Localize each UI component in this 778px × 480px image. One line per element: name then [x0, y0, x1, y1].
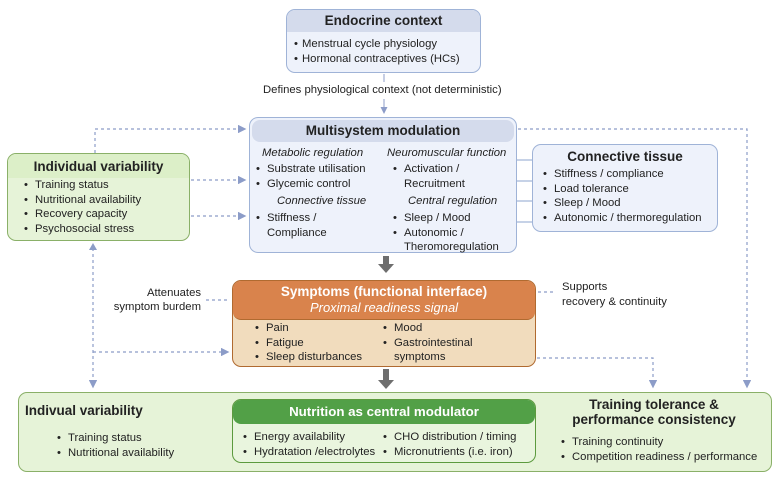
metabolic-regulation-heading: Metabolic regulation [262, 147, 364, 159]
list-item: Load tolerance [541, 182, 717, 197]
symptoms-header: Symptoms (functional interface) Proximal… [233, 281, 535, 320]
symptoms-right-list: Mood Gastrointestinal symptoms [381, 321, 481, 365]
neuromuscular-list: Activation / Recruitment [391, 162, 465, 191]
neuromuscular-function-heading: Neuromuscular function [387, 147, 507, 159]
training-tolerance-title: Training tolerance & performance consist… [549, 397, 759, 427]
symptoms-box: Symptoms (functional interface) Proximal… [232, 280, 536, 367]
list-item: Sleep disturbances [253, 350, 362, 365]
arrow-symptoms-to-bottom-stem [383, 369, 389, 380]
list-item: Substrate utilisation [254, 162, 366, 177]
list-item: Hormonal contraceptives (HCs) [294, 52, 480, 67]
metabolic-list: Substrate utilisation Glycemic control [254, 162, 366, 191]
connective-tissue-title: Connective tissue [567, 149, 683, 164]
endocrine-title: Endocrine context [287, 10, 480, 32]
connective-tissue-box: Connective tissue Stiffness / compliance… [532, 144, 718, 232]
list-item: Sleep / Mood [391, 211, 503, 226]
endocrine-list: Menstrual cycle physiology Hormonal cont… [287, 32, 480, 66]
list-item: Training status [22, 178, 189, 193]
list-item: Gastrointestinal symptoms [381, 336, 481, 365]
list-item: Nutritional availability [55, 446, 174, 461]
indiv-to-multi-top-connector [94, 124, 247, 153]
attenuates-label-line2: symptom burdem [113, 301, 201, 313]
attenuates-label-line1: Attenuates [146, 287, 201, 299]
list-item: Menstrual cycle physiology [294, 37, 480, 52]
arrow-multi-to-symptoms-stem [383, 256, 389, 264]
individual-variability-title: Individual variability [8, 154, 189, 178]
nutrition-central-modulator-box: Nutrition as central modulator Energy av… [232, 399, 536, 463]
supports-label-line2: recovery & continuity [562, 296, 667, 308]
list-item: Micronutrients (i.e. iron) [381, 445, 516, 460]
list-item: Autonomic / thermoregulation [541, 211, 717, 226]
list-item: Fatigue [253, 336, 362, 351]
list-item: Training continuity [559, 435, 757, 450]
connective-tissue-heading: Connective tissue [277, 195, 367, 207]
list-item: Stiffness / compliance [541, 167, 717, 182]
list-item: Nutritional availability [22, 193, 189, 208]
list-item: Recovery capacity [22, 207, 189, 222]
endocrine-context-box: Endocrine context Menstrual cycle physio… [286, 9, 481, 73]
multi-to-training-connector [518, 128, 752, 389]
list-item: Glycemic control [254, 177, 366, 192]
symptoms-left-list: Pain Fatigue Sleep disturbances [253, 321, 362, 365]
nutrition-left-list: Energy availability Hydratation /electro… [241, 430, 375, 459]
symptoms-subtitle: Proximal readiness signal [309, 300, 459, 315]
nutrition-title: Nutrition as central modulator [233, 400, 535, 424]
training-tolerance-title-line1: Training tolerance & [589, 397, 719, 412]
connective-tissue-list: Stiffness / compliance Load tolerance Sl… [533, 167, 717, 225]
training-tolerance-list: Training continuity Competition readines… [559, 435, 757, 464]
central-list: Sleep / Mood Autonomic / Theromoregulati… [391, 211, 503, 255]
symptoms-title: Symptoms (functional interface) [280, 284, 488, 299]
multisystem-modulation-box: Multisystem modulation Metabolic regulat… [249, 117, 517, 253]
list-item: Pain [253, 321, 362, 336]
endocrine-link-label: Defines physiological context (not deter… [263, 84, 502, 96]
central-regulation-heading: Central regulation [408, 195, 498, 207]
supports-label-line1: Supports [562, 281, 608, 293]
list-item: Training status [55, 431, 174, 446]
list-item: Activation / Recruitment [391, 162, 465, 191]
list-item: Energy availability [241, 430, 375, 445]
nutrition-right-list: CHO distribution / timing Micronutrients… [381, 430, 516, 459]
connective-list: Stiffness / Compliance [254, 211, 327, 240]
list-item: Psychosocial stress [22, 222, 189, 237]
training-tolerance-title-line2: performance consistency [572, 412, 736, 427]
list-item: Autonomic / Theromoregulation [391, 226, 499, 255]
arrow-down-icon [378, 264, 394, 273]
individual-variability-list: Training status Nutritional availability… [8, 178, 189, 236]
list-item: Competition readiness / performance [559, 450, 757, 465]
list-item: Stiffness / Compliance [254, 211, 327, 240]
list-item: CHO distribution / timing [381, 430, 516, 445]
bottom-individual-variability-list: Training status Nutritional availability [55, 431, 174, 460]
arrow-down-icon [378, 380, 394, 389]
individual-variability-box: Individual variability Training status N… [7, 153, 190, 241]
left-vertical-up-arrowhead [89, 243, 97, 250]
symptoms-to-training-connector [537, 357, 658, 389]
multisystem-title: Multisystem modulation [252, 120, 514, 142]
list-item: Sleep / Mood [541, 196, 717, 211]
list-item: Mood [381, 321, 481, 336]
bottom-individual-variability-title: Indivual variability [25, 403, 143, 418]
list-item: Hydratation /electrolytes [241, 445, 375, 460]
